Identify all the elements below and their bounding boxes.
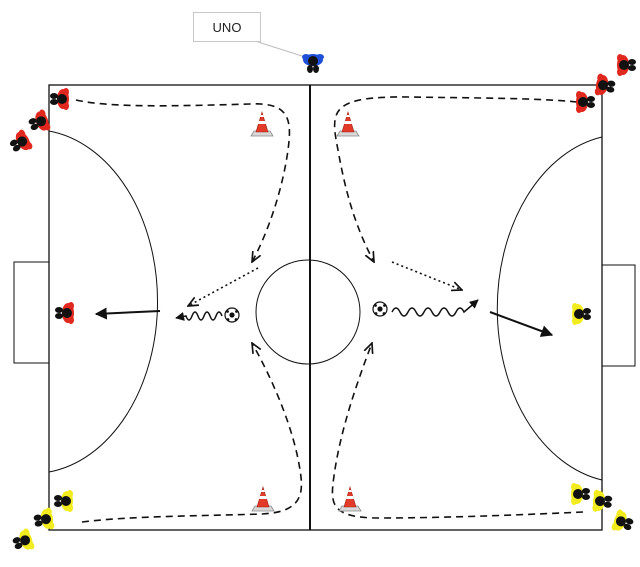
cones	[251, 112, 361, 511]
player-yellow	[10, 528, 35, 555]
player-blue-coach	[302, 54, 324, 73]
run-path-bottom-right	[332, 343, 583, 518]
shot-arrow-left	[96, 311, 160, 314]
player-red	[576, 91, 595, 113]
run-path-bottom-left	[82, 343, 301, 522]
center-circle	[256, 260, 360, 364]
callout-label: UNO	[193, 12, 261, 42]
dribble-right	[392, 300, 478, 316]
right-goal	[602, 265, 635, 366]
player-yellow	[54, 490, 73, 512]
player-red	[26, 109, 51, 136]
dribble-left	[176, 312, 222, 320]
soccer-ball-icon	[373, 302, 387, 316]
player-red	[50, 88, 69, 110]
shot-arrow-right	[490, 312, 552, 335]
pass-line-right	[392, 262, 462, 290]
player-red	[6, 128, 33, 157]
cone-icon	[251, 112, 273, 136]
pass-line-left	[188, 268, 258, 306]
run-path-top-left	[76, 100, 289, 262]
soccer-ball-icon	[225, 308, 239, 322]
pitch	[14, 85, 635, 530]
cone-icon	[337, 112, 359, 136]
player-yellow	[32, 507, 55, 532]
yellow-team	[10, 303, 636, 555]
pitch-boundary	[49, 85, 602, 530]
player-yellow	[572, 303, 591, 325]
player-yellow	[611, 509, 636, 536]
player-red	[594, 73, 617, 98]
left-goal	[14, 262, 49, 363]
left-penalty-area	[49, 131, 158, 472]
player-red	[55, 302, 74, 324]
player-red	[617, 54, 636, 76]
cone-icon	[339, 487, 361, 511]
cone-icon	[252, 487, 274, 511]
player-yellow	[571, 483, 590, 505]
run-path-top-right	[335, 97, 577, 262]
callout-pointer	[258, 42, 302, 56]
red-team	[6, 54, 636, 324]
player-topdown-icon	[302, 54, 324, 73]
